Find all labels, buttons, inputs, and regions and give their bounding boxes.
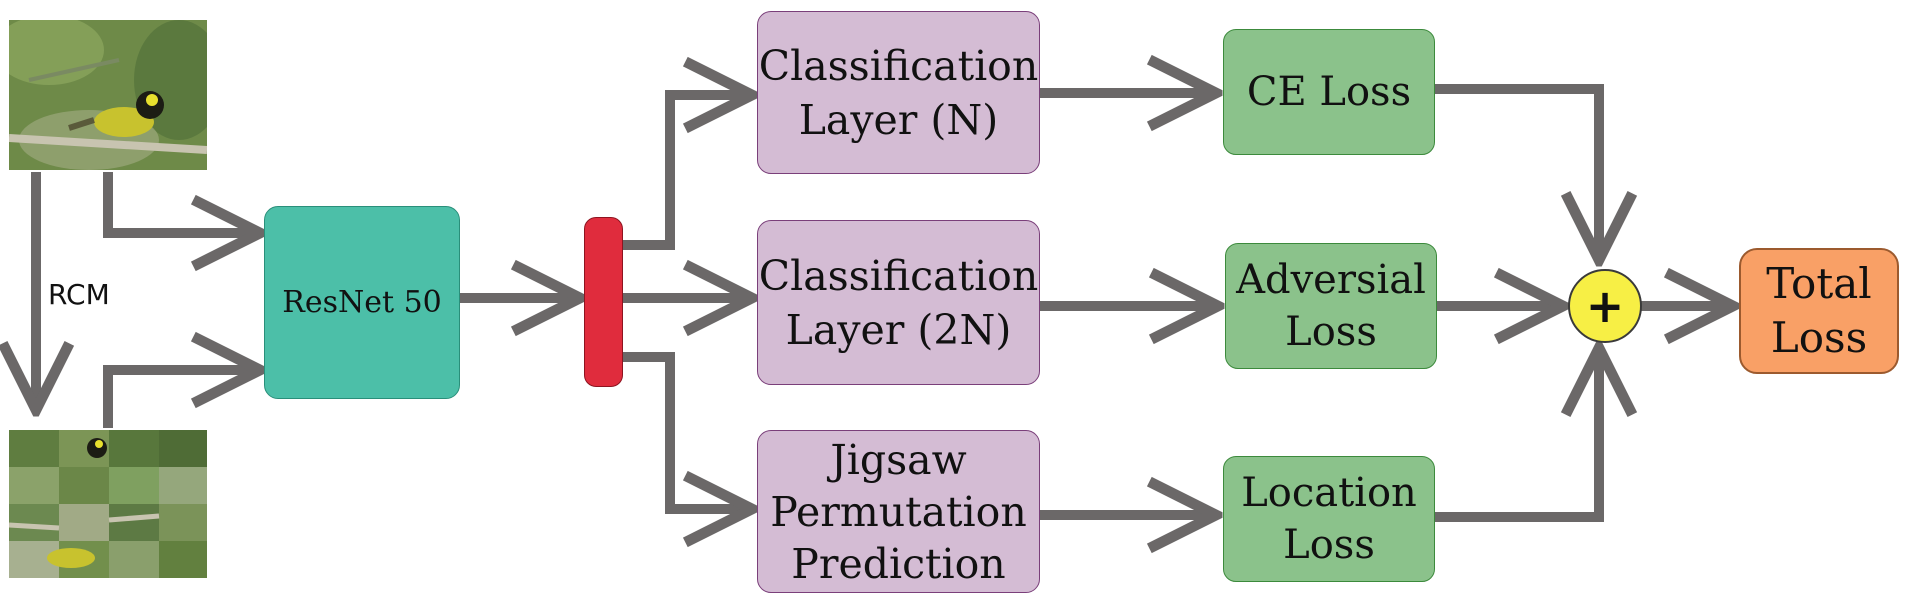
total-loss: Total Loss xyxy=(1739,248,1899,374)
arrow-features-to-head-3 xyxy=(622,352,752,509)
location-loss: Location Loss xyxy=(1223,456,1435,582)
classification-layer-2n: Classification Layer (2N) xyxy=(757,220,1040,385)
arrow-shuffled-to-resnet xyxy=(103,370,260,428)
adversial-loss: Adversial Loss xyxy=(1225,243,1437,369)
ce-loss: CE Loss xyxy=(1223,29,1435,155)
resnet50-backbone: ResNet 50 xyxy=(264,206,460,399)
input-image-shuffled xyxy=(9,430,207,578)
sum-node: + xyxy=(1568,269,1642,343)
arrow-original-to-resnet xyxy=(103,172,260,233)
rcm-label: RCM xyxy=(48,278,110,311)
feature-vector-bar xyxy=(584,217,623,387)
jigsaw-permutation-prediction: Jigsaw Permutation Prediction xyxy=(757,430,1040,593)
arrow-features-to-head-1 xyxy=(622,95,752,250)
arrow-location-loss-to-sum xyxy=(1432,348,1599,522)
arrow-ce-loss-to-sum xyxy=(1432,84,1599,260)
input-image-original xyxy=(9,20,207,170)
classification-layer-n: Classification Layer (N) xyxy=(757,11,1040,174)
